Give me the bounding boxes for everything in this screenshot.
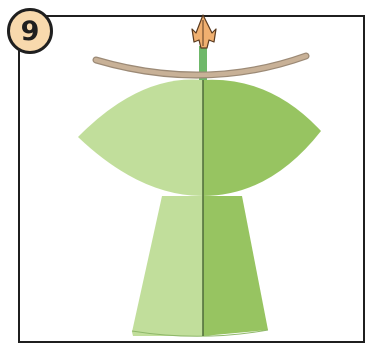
question-number-badge: 9 (7, 8, 53, 54)
